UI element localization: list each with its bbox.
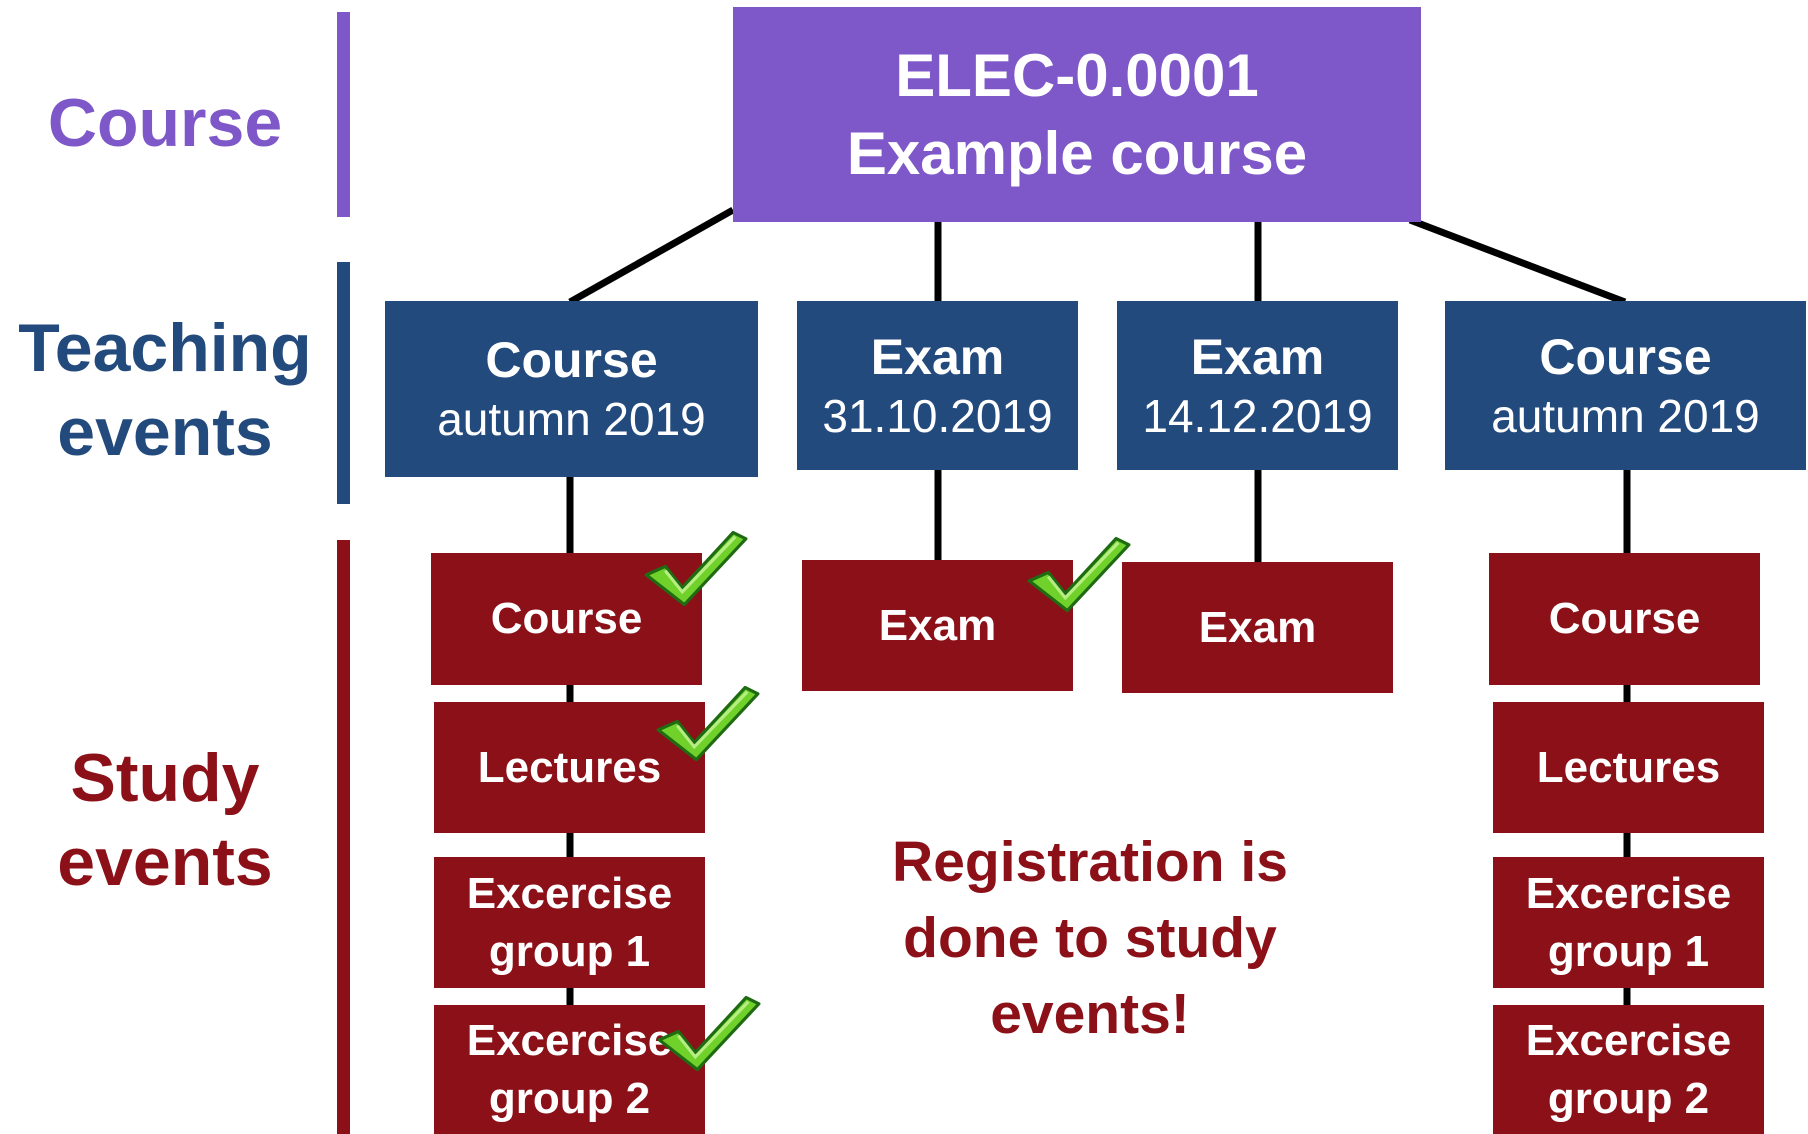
level-bar-study [337,540,350,1134]
connector-course-to-teaching-4 [1408,216,1627,306]
study-event-lectures-1: Lectures [434,702,705,833]
connector-course-to-teaching-1 [568,206,735,306]
level-label-course: Course [47,85,283,161]
teaching-event-box-3: Exam 14.12.2019 [1117,301,1398,470]
teaching-event-detail: autumn 2019 [1491,389,1760,442]
teaching-event-detail: 14.12.2019 [1142,389,1373,442]
study-event-exercise-group-2-col1: Excercise group 2 [434,1005,705,1134]
course-code: ELEC-0.0001 [895,41,1259,109]
green-checkmark-icon [656,685,760,762]
teaching-event-box-2: Exam 31.10.2019 [797,301,1078,470]
course-box: ELEC-0.0001 Example course [733,7,1421,222]
level-label-teaching: Teaching events [18,310,312,470]
teaching-event-detail: autumn 2019 [437,393,706,445]
study-event-exam-col3: Exam [1122,562,1393,693]
study-event-exercise-group-1-col4: Excercise group 1 [1493,857,1764,988]
study-event-lectures-4: Lectures [1493,702,1764,833]
study-event-exercise-group-2-col4: Excercise group 2 [1493,1005,1764,1134]
green-checkmark-icon [644,530,748,607]
study-event-exercise-group-1-col1: Excercise group 1 [434,857,705,988]
teaching-event-type: Course [485,332,658,388]
level-bar-teaching [337,262,350,504]
level-label-study: Study events [57,740,273,900]
teaching-event-type: Exam [1190,328,1325,385]
level-bar-course [337,12,350,217]
teaching-event-detail: 31.10.2019 [822,389,1053,442]
green-checkmark-icon [657,995,761,1072]
teaching-event-type: Exam [870,328,1005,385]
course-name: Example course [846,119,1308,187]
teaching-event-type: Course [1539,328,1712,385]
registration-note: Registration is done to study events! [892,830,1288,1046]
teaching-event-box-4: Course autumn 2019 [1445,301,1806,470]
teaching-event-box-1: Course autumn 2019 [385,301,758,477]
study-event-exam-col2: Exam [802,560,1073,691]
study-event-course-4: Course [1489,553,1760,685]
green-checkmark-icon [1027,536,1131,613]
